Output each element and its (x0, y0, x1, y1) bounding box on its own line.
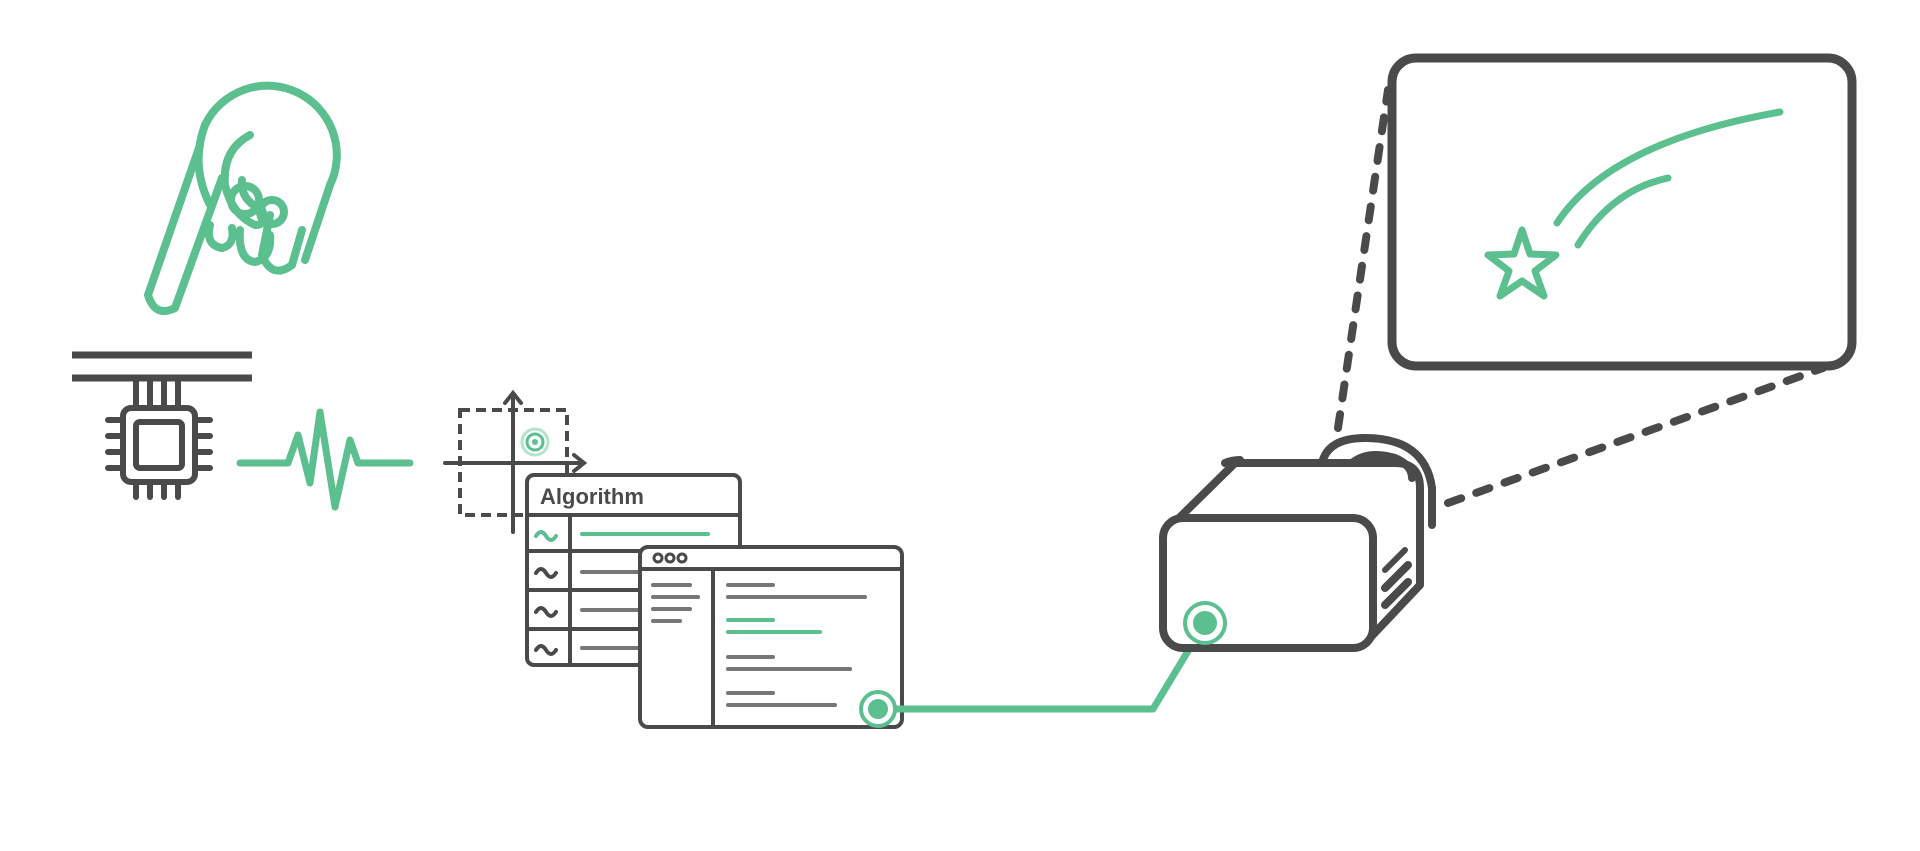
coordinate-axes-icon (443, 389, 588, 534)
pointing-hand-icon (144, 81, 341, 315)
code-window-icon (638, 545, 904, 729)
tilde-icon (534, 530, 558, 542)
connection-node-icon (859, 690, 897, 728)
headset-node-icon (1183, 601, 1227, 645)
window-dot-icon (664, 552, 676, 564)
shooting-star-icon (1484, 108, 1784, 300)
tilde-icon (534, 644, 558, 656)
tilde-icon (534, 606, 558, 618)
tilde-icon (534, 567, 558, 579)
window-dot-icon (676, 552, 688, 564)
signal-wave-icon (236, 408, 414, 511)
window-dot-icon (652, 552, 664, 564)
display-screen-icon (1387, 53, 1857, 371)
algorithm-title: Algorithm (540, 484, 644, 509)
connection-line (876, 619, 1209, 713)
processor-chip-icon (72, 351, 252, 500)
projection-lines (1334, 86, 1827, 507)
